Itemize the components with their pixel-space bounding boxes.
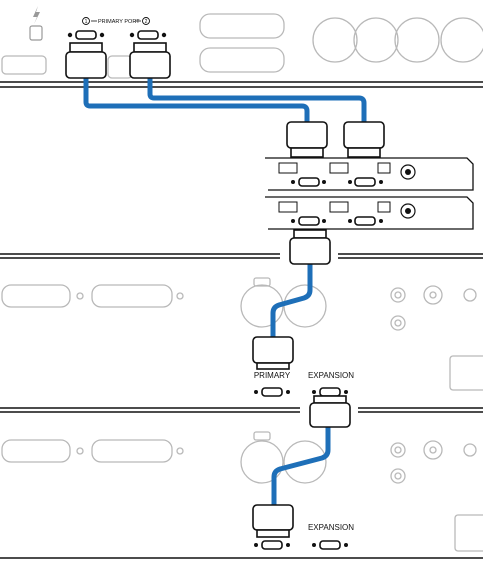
primary-port-label: 1 PRIMARY PORT 2 bbox=[82, 17, 150, 25]
primary-port-text: PRIMARY PORT bbox=[98, 19, 140, 25]
card-1-port-b bbox=[348, 177, 383, 187]
plug-card-bottom bbox=[289, 229, 331, 265]
interface-2-expansion-port bbox=[312, 540, 348, 550]
plug-card-2 bbox=[343, 121, 385, 158]
cables bbox=[83, 75, 367, 511]
cable-expansion-to-next bbox=[271, 421, 331, 511]
interface-2: EXPANSION bbox=[0, 407, 483, 559]
cable-card-to-primary bbox=[270, 255, 313, 341]
host-port-2 bbox=[129, 30, 167, 40]
expansion-label-2: EXPANSION bbox=[308, 523, 354, 532]
card-1-port-a bbox=[291, 177, 326, 187]
cable-port1-to-card bbox=[83, 75, 310, 125]
bnc-connector-icon bbox=[423, 285, 443, 305]
primary-label: PRIMARY bbox=[254, 371, 291, 380]
plug-card-1 bbox=[286, 121, 328, 158]
port-1-number: 1 bbox=[85, 19, 88, 25]
plug-host-2 bbox=[129, 42, 171, 79]
plug-interface-1-primary bbox=[252, 336, 294, 370]
card-2-port-a bbox=[291, 216, 326, 226]
interface-2-primary-port bbox=[254, 540, 290, 550]
cable-port2-to-card bbox=[147, 75, 367, 125]
expansion-label-1: EXPANSION bbox=[308, 371, 354, 380]
host-device: 1 PRIMARY PORT 2 bbox=[0, 6, 483, 88]
card-2-port-b bbox=[348, 216, 383, 226]
port-2-number: 2 bbox=[145, 19, 148, 25]
interface-1-primary-port bbox=[254, 387, 290, 397]
thunderbolt-icon bbox=[29, 6, 43, 41]
plug-host-1 bbox=[65, 42, 107, 79]
host-port-1 bbox=[67, 30, 105, 40]
plug-interface-2-primary bbox=[252, 504, 294, 538]
plug-interface-1-expansion bbox=[309, 395, 351, 428]
interface-1-expansion-port bbox=[312, 387, 348, 397]
interface-1: PRIMARY EXPANSION bbox=[0, 253, 483, 397]
pcie-cards bbox=[265, 157, 474, 230]
